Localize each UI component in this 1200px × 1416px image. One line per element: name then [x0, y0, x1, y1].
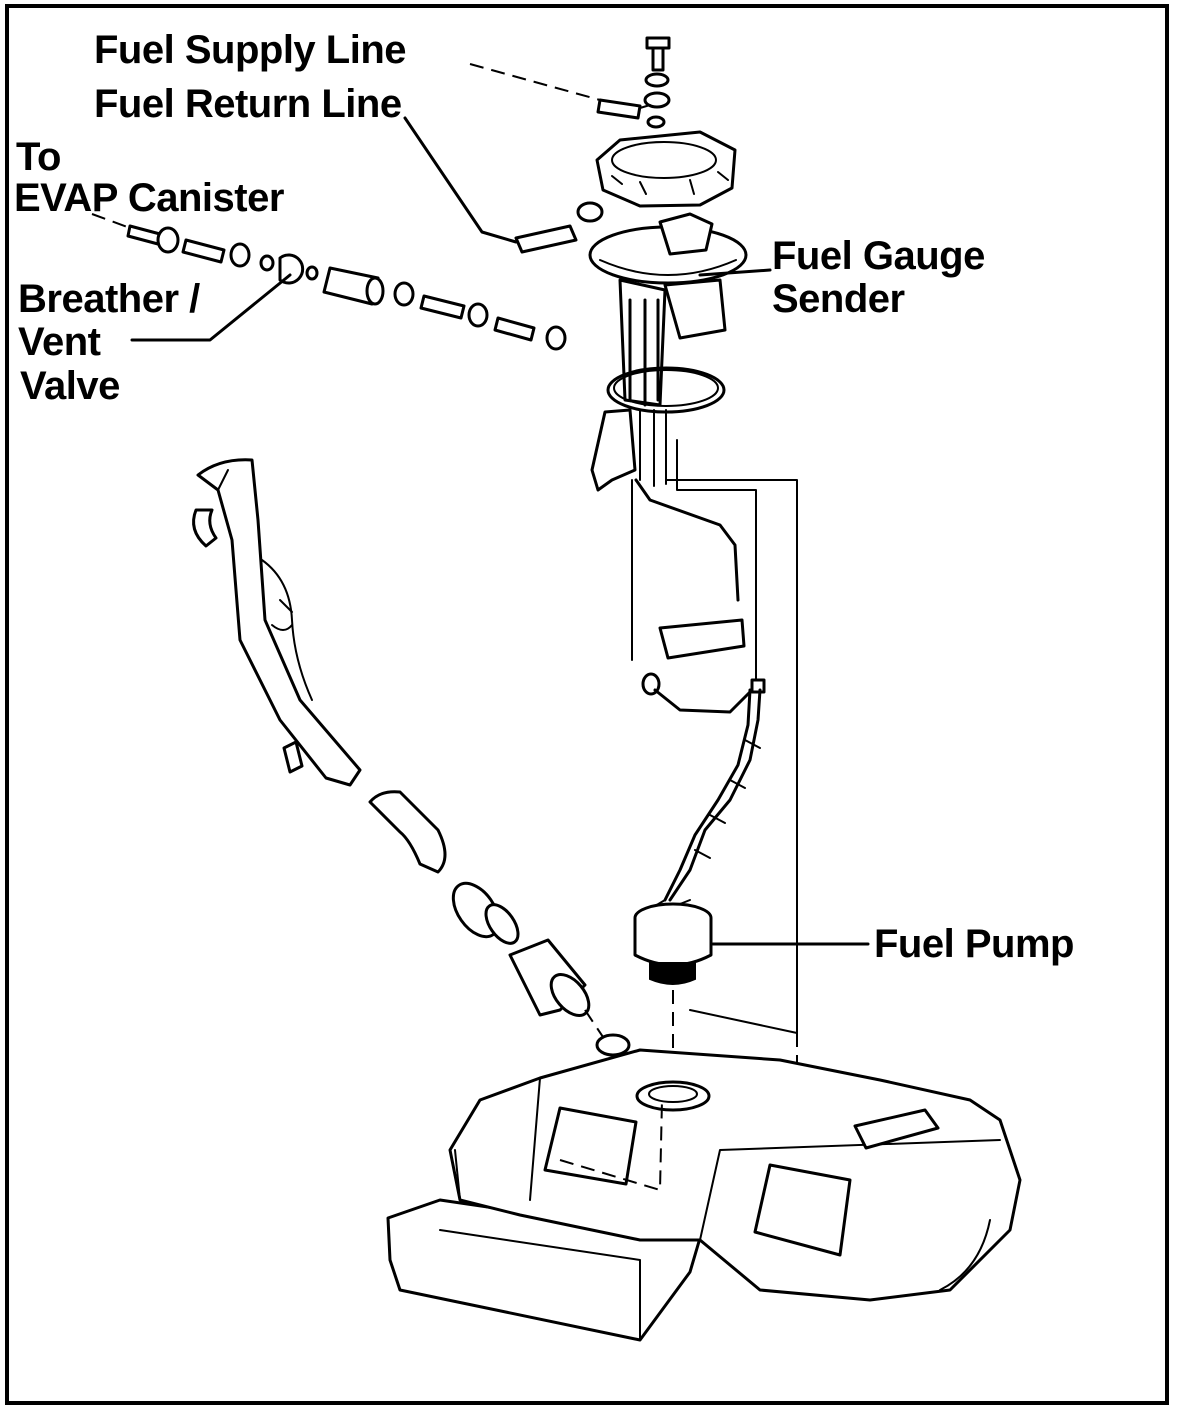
guide-line-outer — [665, 454, 798, 1034]
top-bolt — [643, 36, 671, 129]
filler-neck — [192, 458, 362, 787]
label-fuel-gauge-line2: Sender — [772, 277, 905, 321]
label-evap-line2: EVAP Canister — [14, 176, 284, 220]
label-fuel-pump: Fuel Pump — [874, 922, 1074, 966]
sender-module — [588, 212, 748, 492]
filler-hose — [368, 790, 606, 1041]
gauge-leader — [698, 268, 772, 277]
guide-line-inner — [676, 439, 757, 681]
diagram-frame — [5, 4, 1169, 1405]
label-fuel-gauge-line1: Fuel Gauge — [772, 234, 985, 278]
pump-wiring — [653, 678, 766, 902]
supply-line-hose — [469, 63, 651, 120]
fuel-pump — [633, 899, 713, 985]
return-line-hose — [403, 116, 604, 254]
retainer-ring — [595, 130, 737, 208]
fuel-tank — [386, 1033, 1022, 1342]
label-evap-line1: To — [16, 135, 61, 179]
breather-leader — [130, 273, 292, 342]
label-fuel-return-line: Fuel Return Line — [94, 82, 402, 126]
float-arm — [631, 478, 746, 696]
label-fuel-supply-line: Fuel Supply Line — [94, 28, 407, 72]
label-breather-line2: Vent — [18, 320, 101, 364]
evap-line-parts — [91, 213, 567, 351]
label-breather-line3: Valve — [20, 364, 120, 408]
label-breather-line1: Breather / — [18, 277, 200, 321]
